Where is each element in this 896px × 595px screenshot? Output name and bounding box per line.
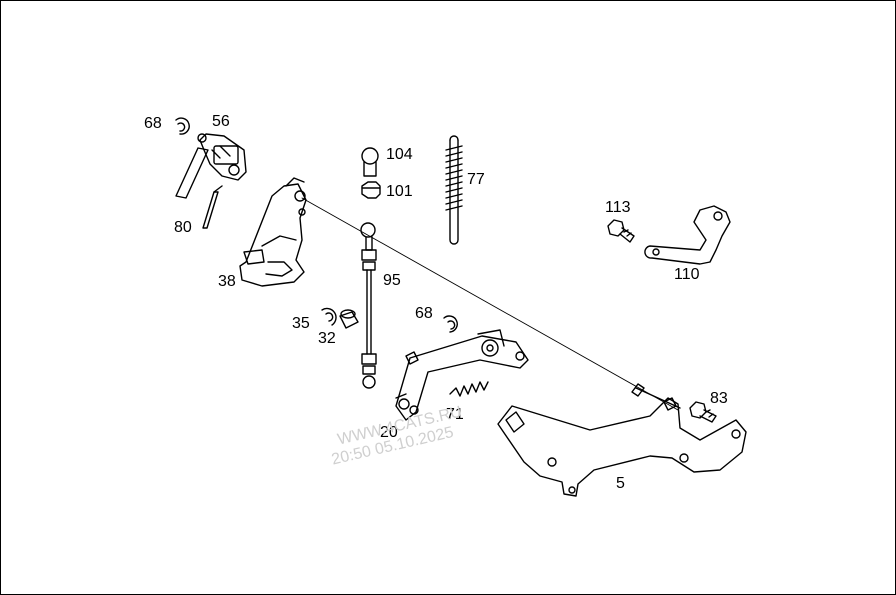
callout-95: 95 xyxy=(383,272,401,289)
callout-80: 80 xyxy=(174,219,192,236)
part-113-bolt xyxy=(607,219,635,243)
callout-110: 110 xyxy=(674,266,700,283)
part-68-clip-lower xyxy=(443,315,458,333)
part-95-rod xyxy=(360,222,377,389)
callout-71: 71 xyxy=(446,406,464,423)
part-77-spring xyxy=(445,135,463,245)
callout-38: 38 xyxy=(218,273,236,290)
part-32-bushing xyxy=(339,309,359,329)
part-35-clip xyxy=(321,307,337,326)
part-104-ball-cap xyxy=(361,147,379,177)
callout-32: 32 xyxy=(318,330,336,347)
part-56-lever xyxy=(175,133,247,199)
callout-35: 35 xyxy=(292,315,310,332)
callout-77: 77 xyxy=(467,171,485,188)
callout-104: 104 xyxy=(386,146,413,163)
part-5-bracket xyxy=(497,383,747,497)
part-38-bracket xyxy=(239,177,307,287)
callout-5: 5 xyxy=(616,475,625,492)
part-110-bracket xyxy=(644,205,731,265)
part-101-nut xyxy=(361,181,381,199)
part-20-lever xyxy=(395,329,529,421)
part-83-bolt xyxy=(689,401,717,423)
callout-56: 56 xyxy=(212,113,230,130)
part-71-spring xyxy=(449,381,489,397)
part-80-pin xyxy=(202,185,223,229)
linkage-line xyxy=(301,197,679,411)
part-68-clip-top xyxy=(175,117,190,135)
callout-113: 113 xyxy=(605,199,631,216)
callout-68-top: 68 xyxy=(144,115,162,132)
callout-101: 101 xyxy=(386,183,413,200)
callout-20: 20 xyxy=(380,424,398,441)
callout-83: 83 xyxy=(710,390,728,407)
callout-68-lower: 68 xyxy=(415,305,433,322)
